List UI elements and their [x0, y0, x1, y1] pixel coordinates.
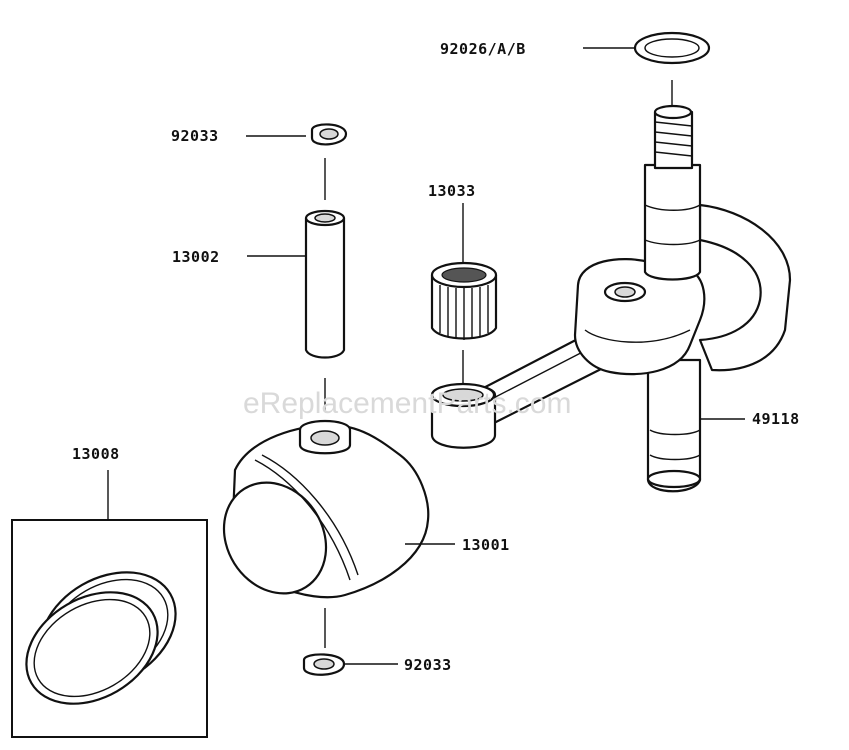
- label-piston: 13001: [462, 536, 510, 554]
- crankshaft-assembly[interactable]: [430, 104, 792, 493]
- label-circlip-top: 92033: [171, 127, 219, 145]
- label-piston-pin: 13002: [172, 248, 220, 266]
- piston[interactable]: [204, 420, 430, 613]
- label-circlip-bottom: 92033: [404, 656, 452, 674]
- circlip-bottom[interactable]: [302, 653, 346, 676]
- label-needle-bearing: 13033: [428, 182, 476, 200]
- piston-pin[interactable]: [304, 209, 346, 359]
- piston-ring-set[interactable]: [6, 549, 196, 726]
- watermark: eReplacementParts.com: [243, 387, 571, 420]
- washer-top[interactable]: [633, 31, 711, 65]
- label-crankshaft: 49118: [752, 410, 800, 428]
- ring-set-box: [11, 519, 208, 738]
- label-ring-set: 13008: [72, 445, 120, 463]
- circlip-top[interactable]: [310, 123, 348, 146]
- label-washer-top: 92026/A/B: [440, 40, 526, 58]
- needle-bearing[interactable]: [430, 261, 498, 340]
